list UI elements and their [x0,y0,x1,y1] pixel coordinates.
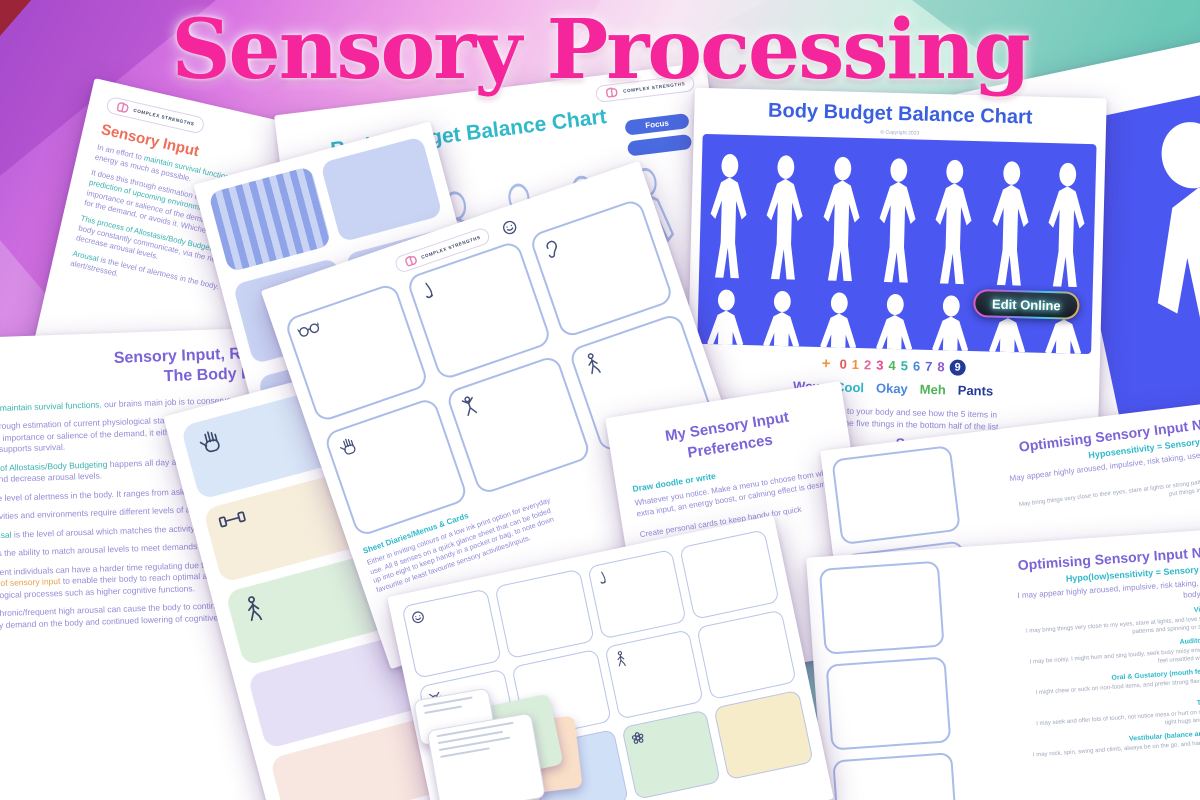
scale-number: 1 [851,356,860,373]
person-figure-icon [928,156,979,291]
person-figure-icon [812,289,863,354]
scale-number: 0 [839,356,847,372]
scale-number: 6 [912,358,921,374]
card-cell [620,709,722,800]
optimising-needs-sheet-front: Optimising Sensory Input Needs Hypo(low)… [806,526,1200,800]
sense-cell [445,354,592,496]
person-figure-icon [872,154,923,289]
blank-box [832,752,958,800]
smiley-icon [500,217,520,237]
figure-row-1 [699,134,1097,294]
tab-focus: Focus [624,113,690,136]
ear-icon [541,237,563,263]
striped-box [208,165,332,273]
brain-icon [115,101,131,115]
person-figure-icon [703,150,754,285]
brand-name: COMPLEX STRENGTHS [132,107,195,127]
rating-word: Pants [957,382,994,399]
hand-icon [195,426,227,458]
rating-word: Okay [875,380,908,397]
smiley-icon [410,609,427,626]
edit-online-label: Edit Online [975,291,1078,318]
plus-sign: + [821,355,831,373]
person-figure-icon [869,290,920,354]
person-walk-icon [612,650,628,668]
note-boxes [818,560,958,800]
person-figure-icon [759,151,810,286]
flower-icon [629,730,646,747]
chart-tabs: Focus [624,113,693,162]
card-cell [586,549,688,640]
blank-box [831,445,961,546]
scale-number: 5 [900,358,909,374]
hand-icon [336,434,361,459]
person-figure-icon [984,157,1035,292]
nose-icon [595,570,609,587]
card-cell [696,609,797,700]
person-figure-icon [925,292,976,354]
brain-icon [403,254,420,269]
tab-blank [626,133,693,157]
scale-number: 8 [937,359,945,375]
scale-number: 7 [924,358,933,374]
person-walk-icon [239,594,267,625]
figure-band [697,133,1097,355]
person-jump-icon [458,393,482,420]
person-figure-icon [815,153,866,288]
rating-word: Meh [919,381,946,398]
page-title: Sensory Processing [171,2,1030,98]
scale-number: 9 [949,358,966,376]
blank-box [825,656,952,751]
edit-online-button[interactable]: Edit Online [973,289,1080,320]
person-figure-icon [700,286,751,354]
person-figure-icon [1040,159,1091,294]
card-cell [603,629,705,720]
glasses-icon [296,319,321,339]
card-cell [494,568,595,660]
person-figure-icon [756,287,807,354]
scale-number: 3 [876,357,884,373]
card-cell [713,689,814,781]
blank-box [818,560,945,655]
person-walk-icon [580,351,604,378]
number-scale: + 0 1 2 3 4 5 6 7 8 9 [688,352,1100,380]
scale-number: 2 [863,357,872,373]
dumbbell-icon [217,509,248,530]
nose-icon [419,280,439,303]
scale-number: 4 [888,357,896,374]
card-cell [401,588,502,679]
card-cell [679,529,780,620]
blank-box [319,136,443,243]
